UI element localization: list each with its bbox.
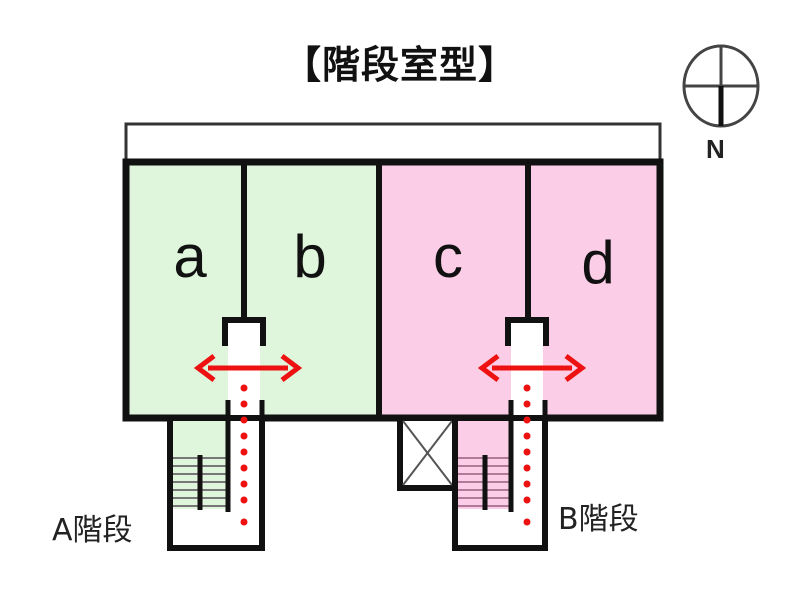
- compass-label: N: [706, 134, 725, 164]
- circulation-path-a: [240, 384, 248, 526]
- unit-label-b: b: [293, 223, 327, 290]
- unit-label-d: d: [581, 229, 615, 296]
- unit-label-a: a: [173, 223, 207, 290]
- stair-label-b: B階段: [558, 502, 639, 537]
- unit-b-area: [244, 162, 379, 418]
- double-arrow-b: [477, 354, 587, 382]
- north-compass-icon: [682, 44, 760, 128]
- unit-c-area: [379, 162, 528, 418]
- circulation-path-b: [523, 384, 531, 526]
- unit-d-area: [528, 162, 660, 418]
- unit-label-c: c: [433, 223, 463, 290]
- unit-a-area: [126, 162, 244, 418]
- double-arrow-a: [193, 354, 303, 382]
- elevator-shaft: [397, 415, 458, 491]
- stair-b: [452, 400, 548, 551]
- stair-label-a: A階段: [52, 513, 133, 548]
- diagram-title: 【階段室型】: [282, 43, 517, 87]
- stair-a: [167, 400, 265, 551]
- balcony: [124, 122, 662, 164]
